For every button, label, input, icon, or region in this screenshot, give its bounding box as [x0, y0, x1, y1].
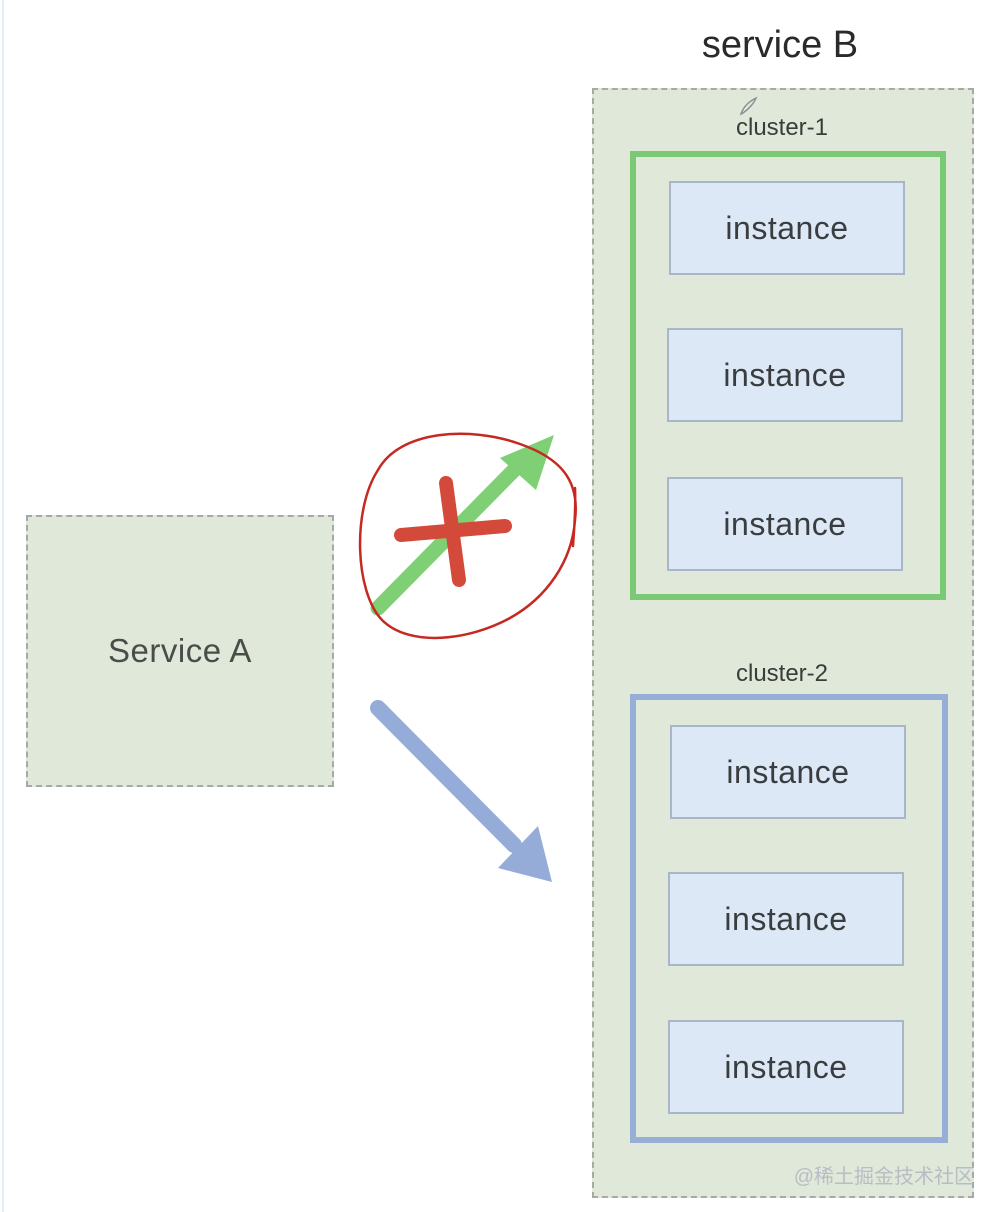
service-a-label: Service A [108, 632, 252, 669]
arrow-to-cluster-1 [370, 435, 554, 616]
arrow-to-cluster-2 [370, 700, 552, 882]
cluster-1-instance-1: instance [669, 181, 905, 275]
cluster-2-instance-3: instance [668, 1020, 904, 1114]
blocked-x-stroke-1 [394, 519, 512, 542]
cluster-2-instance-1: instance [670, 725, 906, 819]
arrow-to-cluster-1-head [500, 435, 554, 490]
arrow-to-cluster-2-shaft [370, 700, 522, 853]
cluster-2-label: cluster-2 [735, 660, 829, 687]
cluster-1-instance-2: instance [667, 328, 903, 422]
cluster-2-instance-2: instance [668, 872, 904, 966]
cluster-2-box [630, 694, 948, 1143]
service-a-node: Service A [26, 515, 334, 787]
service-b-title: service B [701, 24, 859, 66]
cluster-1-instance-3: instance [667, 477, 903, 571]
watermark: @稀土掘金技术社区 [793, 1166, 974, 1188]
blocked-x-icon [394, 476, 512, 587]
arrow-to-cluster-2-head [498, 826, 552, 882]
cluster-1-label: cluster-1 [735, 114, 829, 141]
frame-edge-line [2, 0, 4, 1212]
blocked-x-stroke-2 [439, 476, 466, 587]
blocked-circle-icon [358, 432, 577, 640]
cluster-1-box [630, 151, 946, 600]
arrow-to-cluster-1-shaft [370, 454, 530, 616]
